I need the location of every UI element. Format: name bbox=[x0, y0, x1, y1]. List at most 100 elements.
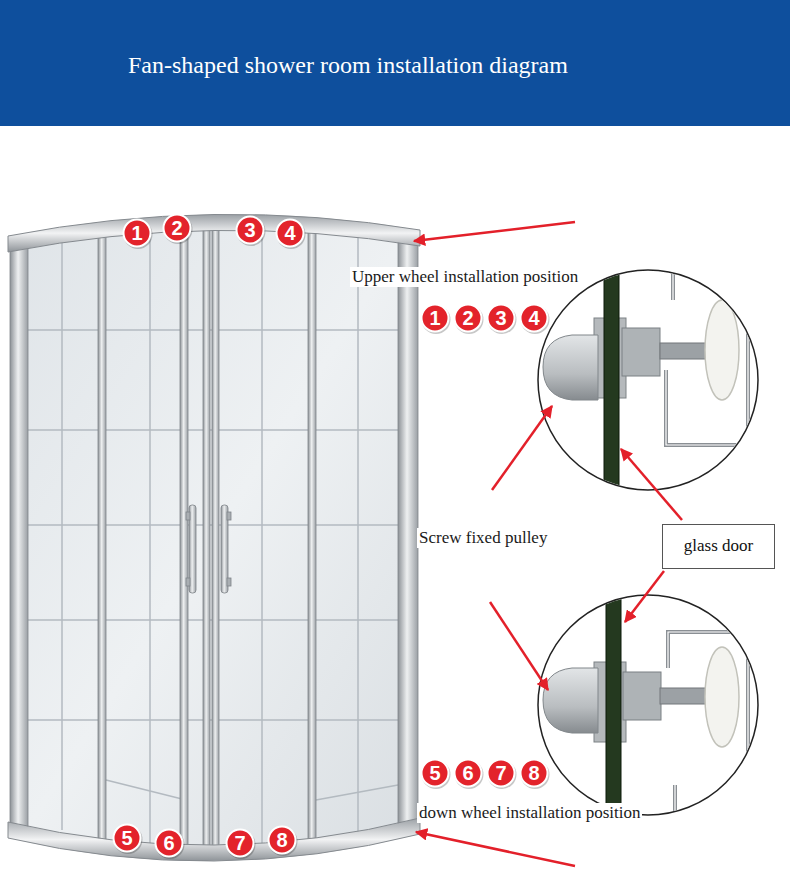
annotation-label: Screw fixed pulley bbox=[417, 528, 549, 548]
label-box: glass door bbox=[662, 524, 775, 569]
circle-fill bbox=[277, 220, 304, 247]
callout-number-text: 5 bbox=[121, 828, 132, 848]
circle-shadow bbox=[114, 825, 143, 854]
screw-knob bbox=[543, 668, 598, 733]
callout-number: 8 bbox=[519, 758, 549, 788]
callout-number: 5 bbox=[420, 758, 450, 788]
callout-number: 8 bbox=[267, 825, 297, 855]
callout-number: 5 bbox=[112, 823, 142, 853]
callout-number-text: 8 bbox=[528, 763, 539, 783]
callout-number: 3 bbox=[235, 215, 265, 245]
circle-fill bbox=[156, 830, 183, 857]
callout-number-text: 3 bbox=[244, 220, 255, 240]
arrow bbox=[492, 406, 552, 490]
circle-shadow bbox=[521, 305, 550, 334]
callout-number: 7 bbox=[225, 828, 255, 858]
callout-number-text: 8 bbox=[276, 830, 287, 850]
circle-shadow bbox=[227, 830, 256, 859]
track-channel bbox=[668, 632, 748, 815]
callout-number: 6 bbox=[453, 758, 483, 788]
bracket bbox=[623, 672, 661, 720]
circle-fill bbox=[455, 760, 482, 787]
door-handles bbox=[186, 505, 231, 593]
shower-enclosure bbox=[8, 214, 420, 861]
axle bbox=[660, 688, 706, 704]
callout-number: 2 bbox=[453, 303, 483, 333]
glass-panel bbox=[604, 255, 619, 505]
callout-number-text: 1 bbox=[429, 308, 440, 328]
callout-number-text: 2 bbox=[462, 308, 473, 328]
circle-shadow bbox=[164, 215, 193, 244]
arrow bbox=[490, 602, 548, 690]
bottom-rail bbox=[8, 818, 420, 861]
arrow bbox=[416, 832, 575, 866]
circle-fill bbox=[164, 215, 191, 242]
title-text: Fan-shaped shower room installation diag… bbox=[128, 52, 568, 79]
callout-number-text: 6 bbox=[163, 833, 174, 853]
circle-fill bbox=[455, 305, 482, 332]
upper-wheel-detail bbox=[538, 255, 758, 505]
circle-fill bbox=[521, 760, 548, 787]
pulley-assembly bbox=[543, 585, 748, 825]
circle-shadow bbox=[269, 827, 298, 856]
circle-fill bbox=[269, 827, 296, 854]
circle-fill bbox=[488, 305, 515, 332]
callout-number-text: 5 bbox=[429, 763, 440, 783]
circle-fill bbox=[488, 760, 515, 787]
circle-fill bbox=[227, 830, 254, 857]
circle-fill bbox=[237, 217, 264, 244]
callout-number-text: 4 bbox=[528, 308, 539, 328]
arrow bbox=[625, 571, 664, 622]
arrow bbox=[414, 222, 575, 241]
callout-number-text: 2 bbox=[171, 218, 182, 238]
annotation-label: Upper wheel installation position bbox=[350, 267, 580, 287]
glass-panel bbox=[606, 585, 621, 825]
circle-shadow bbox=[455, 305, 484, 334]
callout-number: 6 bbox=[154, 828, 184, 858]
callout-number: 3 bbox=[486, 303, 516, 333]
callout-number: 7 bbox=[486, 758, 516, 788]
detail-circle bbox=[538, 270, 758, 490]
title-text: Fan-shaped shower room installation diag… bbox=[128, 52, 568, 78]
circle-shadow bbox=[156, 830, 185, 859]
callout-number-text: 3 bbox=[495, 308, 506, 328]
callout-number: 4 bbox=[519, 303, 549, 333]
frame-profiles bbox=[10, 220, 418, 852]
wheel bbox=[705, 647, 739, 747]
annotation-label: down wheel installation position bbox=[417, 803, 642, 823]
callout-number-text: 4 bbox=[284, 223, 295, 243]
callout-number: 1 bbox=[420, 303, 450, 333]
circle-shadow bbox=[455, 760, 484, 789]
callout-number-text: 6 bbox=[462, 763, 473, 783]
circle-fill bbox=[422, 760, 449, 787]
circle-shadow bbox=[488, 305, 517, 334]
circle-fill bbox=[124, 220, 151, 247]
callout-number: 4 bbox=[275, 218, 305, 248]
detail-circle bbox=[538, 595, 758, 815]
circle-shadow bbox=[422, 305, 451, 334]
glass-area bbox=[12, 220, 416, 854]
circle-fill bbox=[114, 825, 141, 852]
callout-number: 2 bbox=[162, 213, 192, 243]
wheel bbox=[705, 300, 739, 400]
callout-number-text: 7 bbox=[495, 763, 506, 783]
pulley-assembly bbox=[543, 255, 748, 505]
bracket bbox=[622, 328, 660, 376]
circle-shadow bbox=[277, 220, 306, 249]
red-arrows bbox=[414, 222, 682, 866]
callout-number-text: 1 bbox=[131, 223, 142, 243]
circle-shadow bbox=[422, 760, 451, 789]
lower-wheel-detail bbox=[538, 585, 758, 825]
box-text: glass door bbox=[684, 536, 753, 556]
axle bbox=[660, 343, 706, 359]
circle-shadow bbox=[521, 760, 550, 789]
top-rail bbox=[8, 214, 420, 252]
circle-shadow bbox=[237, 217, 266, 246]
callout-number: 1 bbox=[122, 218, 152, 248]
arrow bbox=[621, 449, 682, 520]
callout-number-text: 7 bbox=[234, 833, 245, 853]
circle-shadow bbox=[488, 760, 517, 789]
